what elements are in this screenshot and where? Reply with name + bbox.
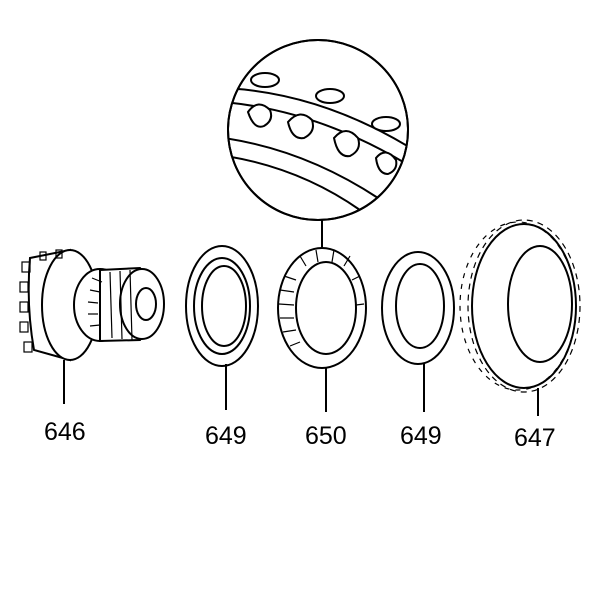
part-647-clutch-plate: [459, 219, 581, 416]
callout-650: 650: [305, 422, 347, 450]
detail-magnifier: [227, 39, 409, 250]
part-649-race-right: [381, 251, 455, 412]
callout-649-right: 649: [400, 422, 442, 450]
part-650-sprag: [277, 247, 367, 412]
callout-646: 646: [44, 418, 86, 446]
callout-labels: 646 649 650 649 647: [44, 418, 556, 452]
part-649-race-left: [185, 245, 259, 410]
callout-649-left: 649: [205, 422, 247, 450]
part-646-hub: [19, 248, 165, 404]
callout-647: 647: [514, 424, 556, 452]
